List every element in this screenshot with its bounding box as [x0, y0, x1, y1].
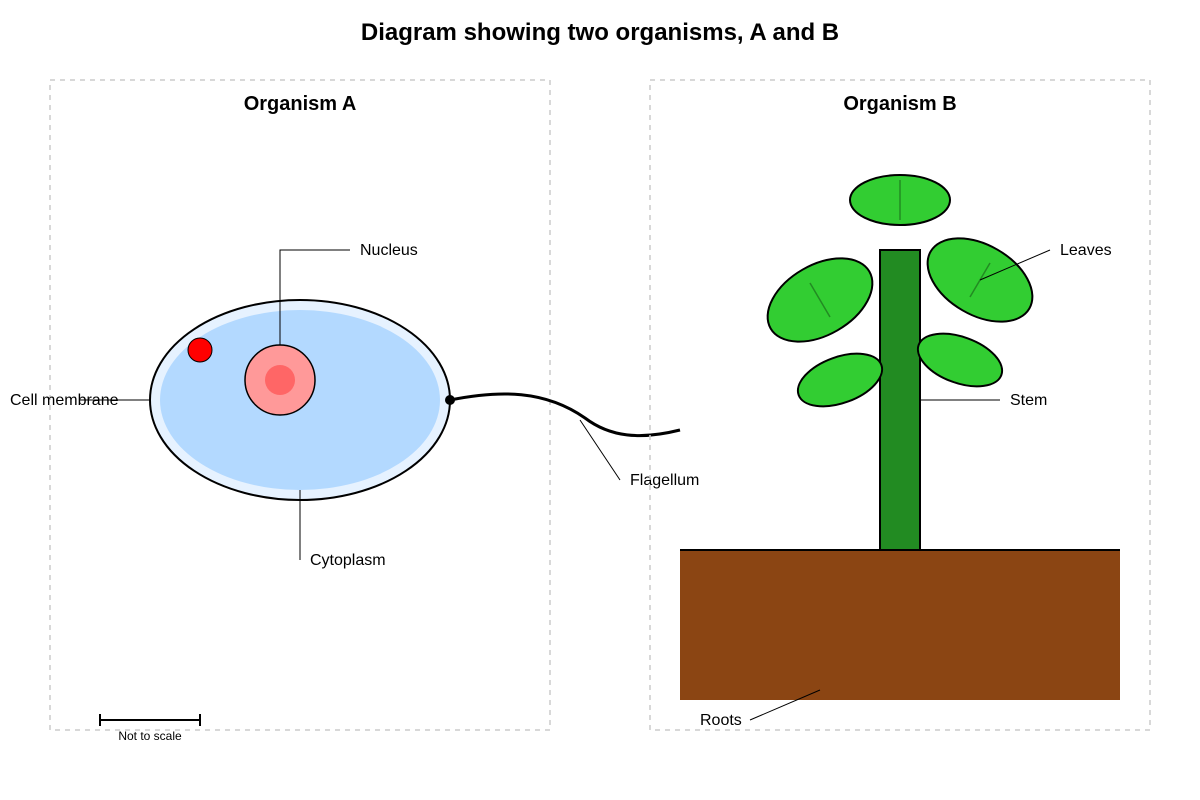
nucleolus [265, 365, 295, 395]
leaf-lower-right [916, 332, 1004, 388]
cytoplasm-label: Cytoplasm [310, 552, 386, 569]
flagellum-label: Flagellum [630, 472, 699, 489]
leaves-leader-line [979, 249, 1051, 281]
diagram-title: Diagram showing two organisms, A and B [361, 19, 839, 46]
cell-membrane-label: Cell membrane [10, 392, 119, 409]
nucleus-label: Nucleus [360, 242, 418, 259]
nucleus-leader-line [279, 249, 350, 345]
eyespot [187, 337, 213, 363]
leaf-upper-left [766, 257, 874, 343]
organism-a-border [49, 79, 551, 731]
organism-b-border [649, 79, 1151, 731]
flagellum-leader-line [579, 419, 621, 481]
organism-a-title: Organism A [244, 93, 357, 115]
leaf-lower-left [796, 352, 884, 408]
roots-leader-line [749, 689, 821, 721]
flagellum-base [445, 395, 455, 405]
stem [879, 249, 921, 551]
organism-b-title: Organism B [843, 93, 956, 115]
organism-b-panel: Organism B Leaves Stem [649, 79, 1151, 731]
scale-bar-label: Not to scale [118, 729, 182, 743]
soil [680, 550, 1120, 700]
roots-label: Roots [700, 712, 742, 729]
organism-a-panel: Organism A Nucleus Cell membrane Cytopla… [10, 79, 699, 743]
flagellum [449, 392, 681, 438]
scale-bar [99, 714, 201, 726]
leaves-label: Leaves [1060, 242, 1112, 259]
stem-label: Stem [1010, 392, 1047, 409]
leaf-top [849, 174, 951, 226]
